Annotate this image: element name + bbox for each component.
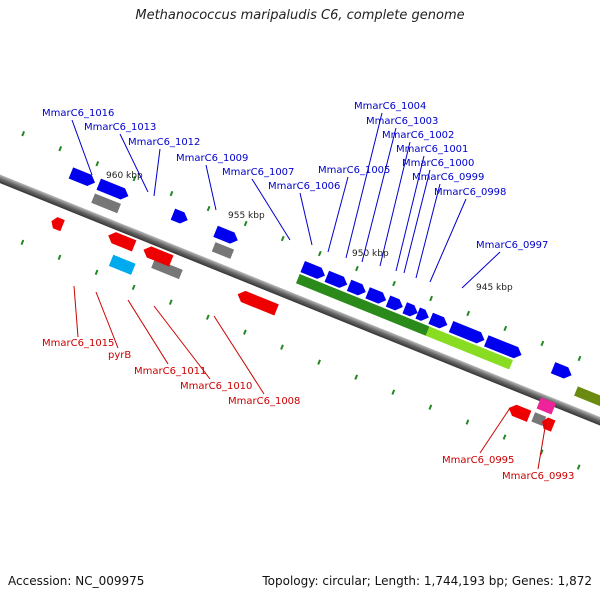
gene-label: MmarC6_1013 [84, 122, 156, 133]
genome-backbone [0, 108, 600, 492]
gene-arrow [324, 270, 348, 288]
gene-arrow [237, 290, 279, 316]
gene-arrow [96, 178, 129, 200]
gene-label: MmarC6_0997 [476, 240, 548, 251]
gene-arrow [402, 302, 418, 317]
gene-label: MmarC6_1001 [396, 144, 468, 155]
gene-arrow [550, 362, 572, 379]
gene-label: MmarC6_0999 [412, 172, 484, 183]
bottom-leader-lines [73, 285, 547, 470]
gene-arrow [300, 261, 325, 279]
map-title: Methanococcus maripaludis C6, complete g… [135, 8, 465, 23]
scale-label: 960 kbp [106, 171, 143, 181]
gene-label: MmarC6_1003 [366, 116, 438, 127]
gene-label: MmarC6_1010 [180, 381, 252, 392]
scale-ticks-outer [21, 130, 582, 362]
gene-arrow [51, 217, 65, 232]
scale-label: 945 kbp [476, 283, 513, 293]
gene-label: pyrB [108, 350, 131, 361]
gene-label: MmarC6_1007 [222, 167, 294, 178]
scale-label: 950 kbp [352, 249, 389, 259]
gene-arrow [385, 295, 403, 311]
gene-label: MmarC6_1015 [42, 338, 114, 349]
bottom-gene-labels: MmarC6_1015 pyrB MmarC6_1011 MmarC6_1010… [42, 338, 574, 482]
accession: Accession: NC_009975 [8, 574, 145, 588]
gene-label: MmarC6_1008 [228, 396, 300, 407]
gene-arrow [108, 232, 137, 252]
scale-ticks-inner [20, 239, 581, 470]
gene-arrow [448, 320, 485, 344]
gene-arrow [213, 225, 238, 244]
gene-arrow [508, 404, 532, 422]
gene-label: MmarC6_1012 [128, 137, 200, 148]
gene-label: MmarC6_1000 [402, 158, 474, 169]
gene-arrow [428, 312, 448, 329]
gene-label: MmarC6_0995 [442, 455, 514, 466]
gene-label: MmarC6_1006 [268, 181, 340, 192]
gene-label: MmarC6_1011 [134, 366, 206, 377]
gene-label: MmarC6_0998 [434, 187, 506, 198]
gene-label: MmarC6_1005 [318, 165, 390, 176]
cyan-feature [108, 254, 136, 275]
gene-arrow [484, 335, 522, 359]
scale-label: 955 kbp [228, 211, 265, 221]
top-leader-lines [71, 112, 501, 289]
gene-label: MmarC6_1002 [382, 130, 454, 141]
top-gene-labels: MmarC6_1016 MmarC6_1013 MmarC6_1012 Mmar… [42, 101, 548, 251]
gene-label: MmarC6_1004 [354, 101, 426, 112]
gene-arrow [68, 167, 96, 186]
gene-arrow [346, 279, 366, 296]
gene-label: MmarC6_1009 [176, 153, 248, 164]
genome-summary: Topology: circular; Length: 1,744,193 bp… [262, 574, 592, 588]
gene-arrow [170, 208, 188, 224]
operon-band [295, 274, 600, 411]
reverse-strand-genes [51, 217, 556, 432]
scale-labels: 960 kbp 955 kbp 950 kbp 945 kbp [106, 171, 513, 293]
gene-arrow [143, 246, 174, 267]
gray-genes [91, 193, 547, 426]
pink-feature [536, 397, 556, 415]
gene-label: MmarC6_1016 [42, 108, 114, 119]
gene-arrow [415, 307, 429, 321]
gene-label: MmarC6_0993 [502, 471, 574, 482]
gene-arrow [365, 287, 387, 304]
forward-strand-genes [68, 167, 572, 379]
